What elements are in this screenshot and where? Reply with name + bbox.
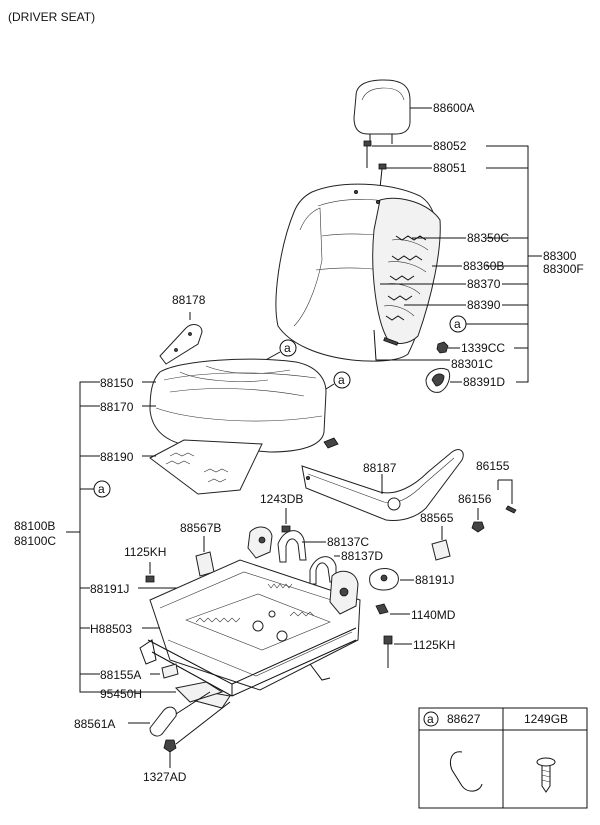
headrest [353,79,411,144]
label-88567B: 88567B [180,521,221,535]
hook-clip-88627 [449,751,483,792]
label-88051: 88051 [433,161,467,175]
callout-a-cushion2 [333,371,351,389]
nut-1327AD [163,739,177,753]
label-88390: 88390 [467,298,501,312]
label-1125KH-a: 1125KH [124,545,166,559]
label-1327AD: 1327AD [143,770,187,784]
label-1243DB: 1243DB [260,492,303,506]
recliner-knob-88391D [425,367,451,393]
bolt-1125KH-b [383,635,393,645]
headrest-guides [363,140,387,189]
callout-a-back-letter: a [454,317,461,331]
label-H88503: H88503 [90,622,132,636]
clip-86155 [505,505,517,514]
label-1125KH-b: 1125KH [413,638,455,652]
cushion-88150 [149,358,339,453]
cover-88561A [149,706,177,737]
label-1339CC: 1339CC [461,341,505,355]
bracket-88300 [486,145,529,383]
heater-mat-88190 [149,439,263,495]
clip-1339CC [436,341,449,354]
label-88300: 88300 [543,249,577,263]
label-88150: 88150 [100,376,134,390]
label-1140MD: 1140MD [411,608,456,622]
motor-88191J [369,568,399,591]
screw-1249GB [536,757,556,793]
label-88052: 88052 [433,139,467,153]
label-88137D: 88137D [341,549,383,563]
label-88300F: 88300F [543,262,584,276]
legend-part-88627: 88627 [447,712,481,726]
label-88391D: 88391D [463,375,505,389]
label-88191J-b: 88191J [415,573,454,587]
label-88561A: 88561A [74,717,115,731]
callout-a-cushion [279,339,297,357]
legend-table: a 88627 1249GB [418,707,588,809]
legend-marker: a [427,712,434,726]
label-88191J-a: 88191J [90,582,129,596]
cover-88155A [161,663,179,679]
seat-frame [139,526,361,709]
label-88565: 88565 [420,511,454,525]
screw-86156 [471,521,485,533]
bracket-88565 [431,539,451,561]
label-86156: 86156 [458,492,492,506]
label-95450H: 95450H [100,687,142,701]
label-88178: 88178 [172,293,206,307]
label-88100B: 88100B [14,519,55,533]
side-shield-88187 [301,449,464,521]
springs-88137 [277,530,337,585]
label-86155: 86155 [476,459,510,473]
seat-back [275,183,450,362]
legend-callout-a [423,711,439,727]
legend-part-1249GB: 1249GB [524,712,568,726]
bolt-1140MD [375,603,389,615]
label-88301C: 88301C [451,357,493,371]
label-88187: 88187 [363,461,397,475]
callout-a-cushion2-letter: a [338,373,345,387]
bolt-1125KH-a [145,575,155,583]
callout-a-left-letter: a [98,482,105,496]
label-88170: 88170 [100,400,134,414]
label-88190: 88190 [100,450,134,464]
label-88600A: 88600A [433,101,474,115]
side-cover-88178 [159,324,203,365]
label-88137C: 88137C [327,535,369,549]
bracket-88100 [79,381,176,693]
label-88370: 88370 [467,277,501,291]
label-88100C: 88100C [14,534,56,548]
module-95450H [174,681,224,703]
diagram-title: (DRIVER SEAT) [8,10,95,24]
callout-a-cushion-letter: a [284,341,291,355]
label-88360B: 88360B [463,259,504,273]
label-88155A: 88155A [100,668,141,682]
